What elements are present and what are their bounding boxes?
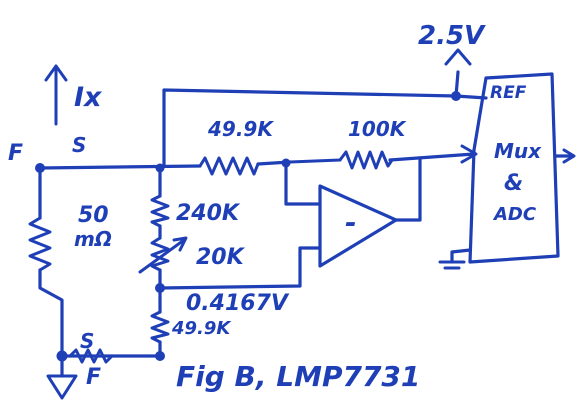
ref-wire bbox=[162, 88, 488, 168]
junction-dot-icon bbox=[281, 158, 291, 168]
junction-dot-icon bbox=[451, 91, 461, 101]
r-input-label: 49.9K bbox=[207, 117, 274, 141]
r-upper-zigzag-icon bbox=[150, 194, 170, 228]
bottom-sense-zigzag-icon bbox=[68, 348, 114, 364]
shunt-value-label: 50 bbox=[78, 203, 109, 228]
r-feedback-zigzag-icon bbox=[338, 150, 394, 170]
junction-dot-icon bbox=[35, 163, 45, 173]
current-arrow-up-icon bbox=[44, 64, 68, 82]
junction-dot-icon bbox=[155, 351, 165, 361]
force-top-label: F bbox=[8, 141, 23, 166]
sense-line-left-wire bbox=[38, 164, 202, 170]
junctions bbox=[35, 91, 461, 362]
trim-wiper-line bbox=[138, 238, 186, 274]
r-trim-label: 20K bbox=[196, 245, 246, 270]
sense-bottom-label: S bbox=[80, 329, 94, 353]
supply-voltage-label: 2.5V bbox=[418, 21, 486, 51]
adc-adc-label: ADC bbox=[492, 204, 537, 225]
supply-arrow-up-icon bbox=[444, 48, 472, 66]
opamp bbox=[318, 184, 398, 268]
mux-input-arrow-icon bbox=[460, 144, 478, 164]
arrows bbox=[44, 48, 576, 252]
shunt-resistor-zigzag-icon bbox=[28, 216, 52, 272]
mux-adc-box bbox=[468, 72, 560, 264]
left-rail-bottom-wire bbox=[38, 268, 64, 358]
opamp-sign-label: - bbox=[345, 206, 357, 239]
junction-dot-icon bbox=[155, 163, 165, 173]
inverting-input-wire bbox=[284, 160, 322, 206]
adc-ref-label: REF bbox=[490, 83, 527, 103]
r-feedback-label: 100K bbox=[348, 117, 407, 141]
r-feedback-lead-wire bbox=[288, 158, 342, 164]
mux-output-arrow-icon bbox=[562, 148, 576, 164]
adc-ground-wire bbox=[450, 248, 472, 264]
sense-top-label: S bbox=[72, 133, 86, 157]
shunt-unit-label: mΩ bbox=[74, 227, 112, 251]
opamp-triangle-icon bbox=[318, 184, 398, 268]
grounds bbox=[46, 260, 466, 400]
adc-block bbox=[468, 72, 560, 264]
adc-mux-label: Mux bbox=[494, 139, 542, 163]
trim-arrow-icon bbox=[172, 236, 188, 252]
main-ground-icon bbox=[46, 374, 78, 400]
diagram-labels: 2.5V Ix F S 50 mΩ 49.9K 100K 240K 20K 0.… bbox=[8, 21, 542, 393]
junction-dot-icon bbox=[155, 283, 165, 293]
figure-caption: Fig B, LMP7731 bbox=[176, 360, 420, 393]
adc-ground-icon bbox=[438, 260, 466, 270]
current-label: Ix bbox=[74, 82, 103, 113]
resistors bbox=[28, 150, 394, 364]
r-trim-zigzag-icon bbox=[150, 236, 170, 272]
r-upper-label: 240K bbox=[176, 201, 241, 226]
sense-line-right-wire bbox=[388, 152, 476, 162]
r-input-zigzag-icon bbox=[198, 156, 260, 176]
non-inverting-input-wire bbox=[158, 246, 322, 290]
r-lower-label: 49.9K bbox=[171, 318, 232, 339]
circuit-wires bbox=[38, 70, 572, 378]
junction-dot-icon bbox=[56, 350, 68, 362]
force-bottom-label: F bbox=[86, 365, 101, 390]
adc-amp-label: & bbox=[504, 171, 523, 196]
node-voltage-label: 0.4167V bbox=[186, 291, 290, 316]
r-lower-zigzag-icon bbox=[150, 310, 170, 344]
feedback-output-wire bbox=[394, 156, 422, 222]
